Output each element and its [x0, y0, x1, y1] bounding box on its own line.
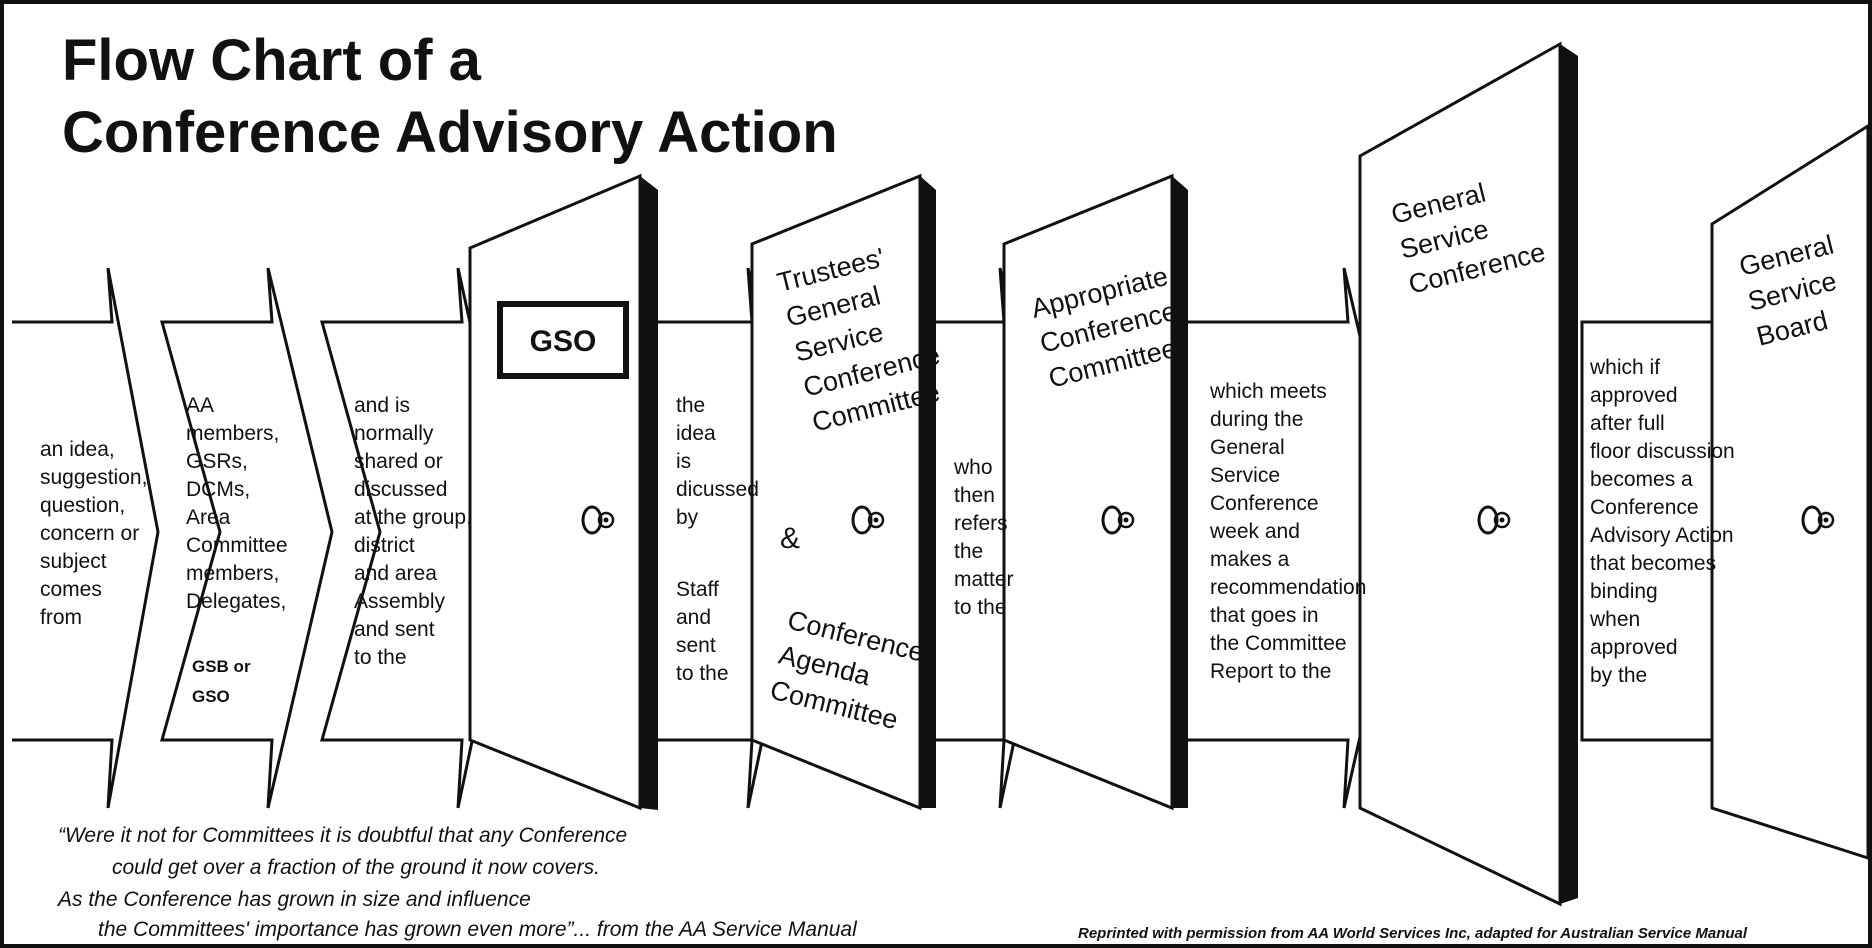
arrow-6-line: Conference: [1210, 492, 1319, 515]
arrow-5-line: matter: [954, 568, 1014, 591]
arrow-4-line: Staff: [676, 578, 719, 601]
trustees-ampersand: &: [780, 522, 800, 555]
arrow-5-line: the: [954, 540, 983, 563]
arrow-text-1: an idea, suggestion, question, concern o…: [40, 438, 147, 629]
arrow-1-line: concern or: [40, 522, 139, 545]
arrow-3-line: to the: [354, 646, 407, 669]
service-manual-quote: “Were it not for Committees it is doubtf…: [56, 824, 858, 941]
door-gsc: [1358, 41, 1578, 907]
arrow-2-line: members,: [186, 562, 279, 585]
reprint-credit: Reprinted with permission from AA World …: [1078, 925, 1748, 942]
arrow-3-line: district: [354, 534, 415, 557]
quote-line: could get over a fraction of the ground …: [112, 856, 600, 879]
arrow-text-5: who then refers the matter to the: [953, 456, 1014, 619]
arrow-7-line: that becomes: [1590, 552, 1716, 575]
arrow-6-line: which meets: [1209, 380, 1327, 403]
arrow-2-line: AA: [186, 394, 214, 417]
door-knob-icon: [1101, 505, 1135, 535]
door-knob-icon: [581, 505, 615, 535]
arrow-segment-3: [320, 267, 518, 809]
door-gso: GSO: [468, 173, 658, 811]
arrow-3-line: and sent: [354, 618, 435, 641]
arrow-5-line: to the: [954, 596, 1007, 619]
arrow-3-line: Assembly: [354, 590, 446, 613]
arrow-text-6: which meets during the General Service C…: [1209, 380, 1366, 683]
door-knob-icon: [1477, 505, 1511, 535]
arrow-2-line: members,: [186, 422, 279, 445]
arrow-6-line: Service: [1210, 464, 1280, 487]
door-appropriate-label: Appropriate Conference Committee: [1028, 261, 1179, 394]
arrow-2-line: Area: [186, 506, 231, 529]
arrow-text-3: and is normally shared or discussed at t…: [354, 394, 472, 669]
arrow-7-line: approved: [1590, 384, 1678, 407]
arrow-4-line: and: [676, 606, 711, 629]
arrow-6-line: the Committee: [1210, 632, 1347, 655]
door-knob-icon: [1801, 505, 1835, 535]
arrow-4-line: dicussed: [676, 478, 759, 501]
arrow-7-line: after full: [1590, 412, 1665, 435]
arrow-1-line: suggestion,: [40, 466, 147, 489]
arrow-3-line: at the group,: [354, 506, 472, 529]
arrow-5-line: then: [954, 484, 995, 507]
title-line-2: Conference Advisory Action: [62, 100, 838, 165]
arrow-text-4: the idea is dicussed by Staff and sent t…: [676, 394, 759, 685]
arrow-2-line: Committee: [186, 534, 288, 557]
arrow-4-line: is: [676, 450, 691, 473]
door-appropriate: [1002, 173, 1188, 811]
arrow-segment-1: [12, 267, 160, 809]
arrow-3-line: normally: [354, 422, 434, 445]
quote-line: As the Conference has grown in size and …: [56, 888, 531, 911]
arrow-7-line: approved: [1590, 636, 1678, 659]
quote-line: the Committees' importance has grown eve…: [98, 918, 858, 941]
arrow-2-line: GSRs,: [186, 450, 248, 473]
arrow-4-line: to the: [676, 662, 729, 685]
arrow-1-line: an idea,: [40, 438, 115, 461]
arrow-7-line: binding: [1590, 580, 1658, 603]
arrow-7-line: Advisory Action: [1590, 524, 1734, 547]
arrow-5-line: refers: [954, 512, 1008, 535]
arrow-2-line: Delegates,: [186, 590, 286, 613]
arrow-7-line: which if: [1589, 356, 1660, 379]
arrow-7-line: by the: [1590, 664, 1647, 687]
arrow-7-line: becomes a: [1590, 468, 1693, 491]
arrow-3-line: and is: [354, 394, 410, 417]
arrow-6-line: makes a: [1210, 548, 1290, 571]
arrow-3-line: shared or: [354, 450, 443, 473]
arrow-text-2: AA members, GSRs, DCMs, Area Committee m…: [186, 394, 288, 706]
arrow-7-line: when: [1589, 608, 1640, 631]
arrow-2-extra: GSO: [192, 687, 230, 706]
door-trustees: [750, 173, 936, 811]
arrow-7-line: Conference: [1590, 496, 1699, 519]
arrow-3-line: and area: [354, 562, 437, 585]
arrow-6-line: recommendation: [1210, 576, 1366, 599]
arrow-6-line: week and: [1209, 520, 1300, 543]
arrow-4-line: sent: [676, 634, 716, 657]
door-knob-icon: [851, 505, 885, 535]
arrow-2-extra: GSB or: [192, 657, 251, 676]
arrow-4-line: idea: [676, 422, 716, 445]
gso-box-label: GSO: [530, 325, 597, 358]
arrow-7-line: floor discussion: [1590, 440, 1735, 463]
arrow-1-line: subject: [40, 550, 107, 573]
arrow-segment-2: [160, 267, 334, 809]
title-line-1: Flow Chart of a: [62, 28, 482, 93]
arrow-6-line: during the: [1210, 408, 1303, 431]
gso-box: [497, 301, 629, 379]
arrow-6-line: Report to the: [1210, 660, 1331, 683]
arrow-6-line: General: [1210, 436, 1285, 459]
arrow-1-line: comes: [40, 578, 102, 601]
arrow-text-7: which if approved after full floor discu…: [1589, 356, 1735, 687]
arrow-6-line: that goes in: [1210, 604, 1319, 627]
arrow-4-line: by: [676, 506, 699, 529]
arrow-3-line: discussed: [354, 478, 447, 501]
arrow-5-line: who: [953, 456, 993, 479]
arrow-2-line: DCMs,: [186, 478, 250, 501]
quote-line: “Were it not for Committees it is doubtf…: [58, 824, 627, 847]
arrow-4-line: the: [676, 394, 705, 417]
door-gsb: [1710, 123, 1870, 861]
arrow-1-line: question,: [40, 494, 125, 517]
arrow-1-line: from: [40, 606, 82, 629]
